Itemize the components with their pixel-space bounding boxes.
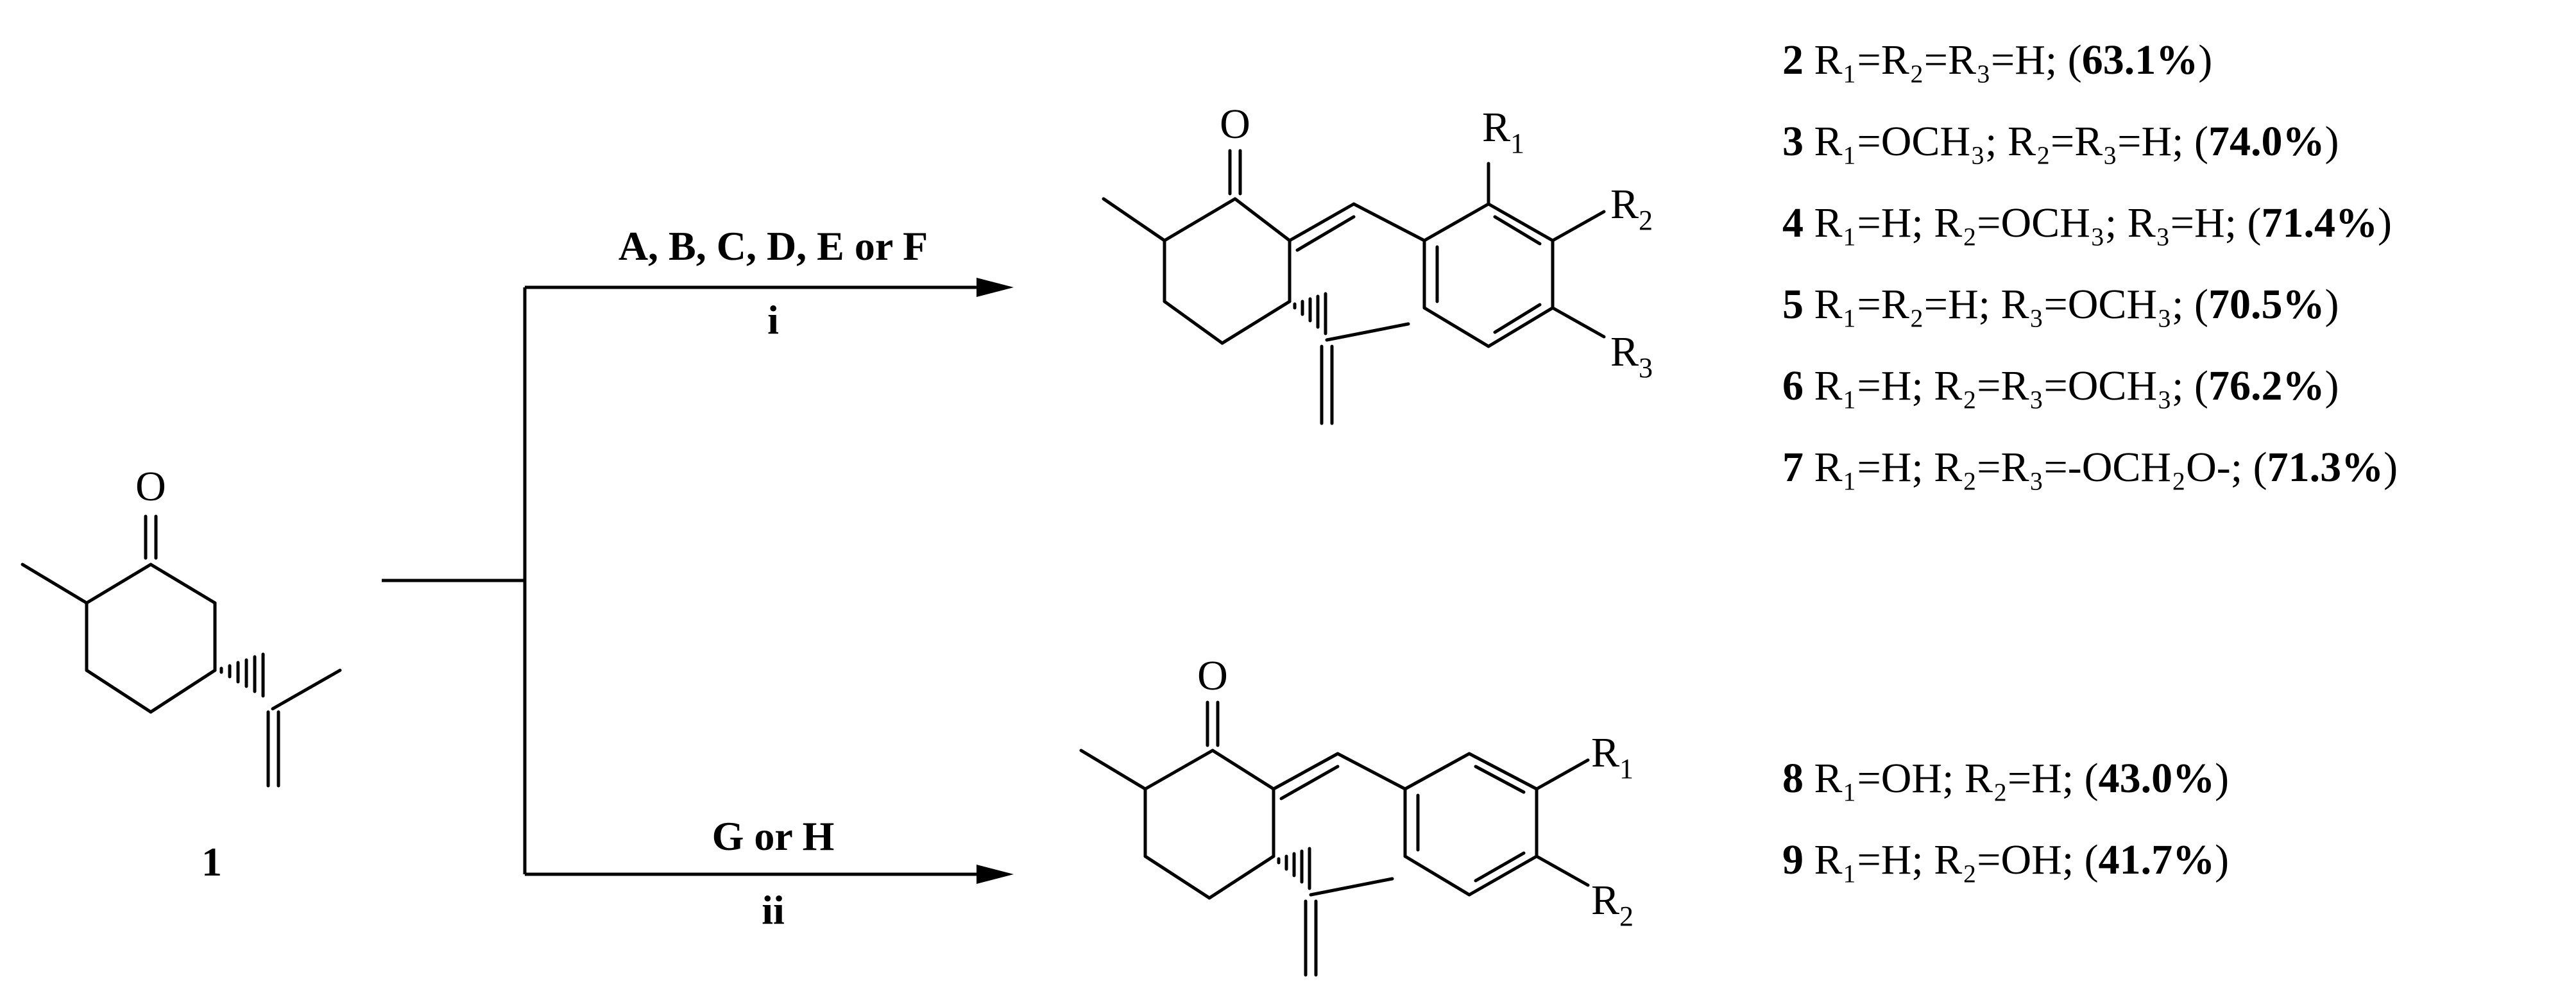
compound-line: 8 R₁=OH; R₂=H; (43.0%) xyxy=(1782,755,2229,802)
compound-yield: 70.5% xyxy=(2208,281,2325,328)
compound-line: 7 R₁=H; R₂=R₃=-OCH₂O-; (71.3%) xyxy=(1782,444,2398,491)
lower-product-structure xyxy=(1079,700,1590,977)
compound-paren: ) xyxy=(2324,362,2339,409)
compound-yield: 63.1% xyxy=(2082,37,2199,83)
bond xyxy=(85,563,153,605)
upper-r2-label: R2 xyxy=(1610,181,1653,236)
compound-substituents: R₁=H; R₂=R₃=OCH₃; ( xyxy=(1804,362,2208,409)
upper-compound-list: 2 R₁=R₂=R₃=H; (63.1%)3 R₁=OCH₃; R₂=R₃=H;… xyxy=(1782,37,2398,491)
branch-lines xyxy=(382,285,978,876)
compound-number: 6 xyxy=(1782,362,1804,409)
oxygen-label: O xyxy=(135,463,166,510)
lower-compound-list: 8 R₁=OH; R₂=H; (43.0%)9 R₁=H; R₂=OH; (41… xyxy=(1782,755,2229,883)
compound-substituents: R₁=R₂=H; R₃=OCH₃; ( xyxy=(1804,281,2208,328)
lower-step: ii xyxy=(762,887,785,933)
compound-number: 5 xyxy=(1782,281,1804,328)
compound-paren: ) xyxy=(2215,836,2229,883)
compound-paren: ) xyxy=(2215,755,2229,802)
lower-r2-label: R2 xyxy=(1591,877,1633,932)
compound-yield: 71.4% xyxy=(2261,199,2378,246)
compound-paren: ) xyxy=(2324,281,2339,328)
compound-line: 3 R₁=OCH₃; R₂=R₃=H; (74.0%) xyxy=(1782,118,2339,165)
compound-line: 6 R₁=H; R₂=R₃=OCH₃; (76.2%) xyxy=(1782,362,2339,409)
compound-substituents: R₁=OH; R₂=H; ( xyxy=(1804,755,2099,802)
compound-substituents: R₁=R₂=R₃=H; ( xyxy=(1804,37,2082,83)
lower-oxygen-label: O xyxy=(1197,652,1228,699)
bond xyxy=(271,668,342,711)
arrow-head-lower xyxy=(977,865,1014,884)
compound-line: 2 R₁=R₂=R₃=H; (63.1%) xyxy=(1782,37,2212,83)
compound-yield: 41.7% xyxy=(2099,836,2215,883)
compound-number: 2 xyxy=(1782,37,1804,83)
bond xyxy=(149,563,217,605)
compound-substituents: R₁=H; R₂=OH; ( xyxy=(1804,836,2099,883)
compound-paren: ) xyxy=(2198,37,2212,83)
arrow-head-upper xyxy=(977,278,1014,297)
upper-r1-label: R1 xyxy=(1482,104,1524,159)
hashed-wedge-bond xyxy=(219,652,265,698)
upper-product-structure xyxy=(1102,149,1606,425)
compound-number: 7 xyxy=(1782,444,1804,491)
lower-r1-label: R1 xyxy=(1591,729,1633,784)
compound-paren: ) xyxy=(2384,444,2398,491)
starting-material-structure xyxy=(21,514,342,788)
compound-line: 9 R₁=H; R₂=OH; (41.7%) xyxy=(1782,836,2229,883)
compound-line: 5 R₁=R₂=H; R₃=OCH₃; (70.5%) xyxy=(1782,281,2339,328)
bond xyxy=(21,563,89,605)
compound-number: 3 xyxy=(1782,118,1804,165)
compound-1-number: 1 xyxy=(201,839,222,885)
upper-r3-label: R3 xyxy=(1610,328,1653,384)
bond xyxy=(85,668,153,714)
compound-substituents: R₁=H; R₂=OCH₃; R₃=H; ( xyxy=(1804,199,2261,246)
compound-yield: 71.3% xyxy=(2267,444,2384,491)
compound-substituents: R₁=OCH₃; R₂=R₃=H; ( xyxy=(1804,118,2208,165)
compound-yield: 74.0% xyxy=(2208,118,2325,165)
lower-reagents: G or H xyxy=(712,813,835,859)
compound-number: 8 xyxy=(1782,755,1804,802)
compound-substituents: R₁=H; R₂=R₃=-OCH₂O-; ( xyxy=(1804,444,2267,491)
compound-paren: ) xyxy=(2324,118,2339,165)
upper-reagents: A, B, C, D, E or F xyxy=(618,223,928,269)
compound-number: 9 xyxy=(1782,836,1804,883)
compound-paren: ) xyxy=(2378,199,2392,246)
compound-yield: 43.0% xyxy=(2099,755,2215,802)
compound-line: 4 R₁=H; R₂=OCH₃; R₃=H; (71.4%) xyxy=(1782,199,2392,246)
bond xyxy=(149,668,217,714)
upper-oxygen-label: O xyxy=(1220,101,1250,148)
upper-step: i xyxy=(767,297,779,343)
compound-number: 4 xyxy=(1782,199,1804,246)
compound-yield: 76.2% xyxy=(2208,362,2325,409)
